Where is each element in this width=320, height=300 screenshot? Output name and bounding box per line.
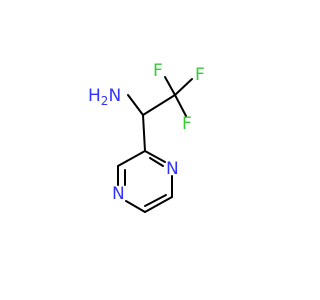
ring-nitrogen-1: N [166,159,179,179]
bond-ch-cf3 [142,94,176,116]
amine-sub: 2 [101,94,109,108]
fluorine-label-3: F [182,114,192,134]
ring-bond-c6-c5-inner [144,194,167,207]
ring-bond-c6-c5 [144,196,173,213]
bond-cf3-f3 [174,94,187,117]
molecule-structure: H2N F F F N N [88,61,205,213]
bond-cf3-f2 [174,78,193,96]
amine-n: N [108,86,121,106]
bond-ch-ring [142,114,146,152]
ring-nitrogen-2: N [112,184,125,204]
ring-bond-c3-c2 [117,150,146,167]
amine-h: H [88,86,101,106]
atom-labels: H2N F F F N N [88,61,205,204]
amine-label: H2N [88,86,121,108]
ring-bond-c5-n4 [125,200,146,213]
ring-bond-c2-n1-inner [149,157,164,167]
bonds [117,76,193,213]
ring-bond-c2-n1 [144,150,166,163]
bond-n-ch [127,94,144,116]
fluorine-label-2: F [195,65,205,85]
bond-cf3-f1 [164,76,176,96]
fluorine-label-1: F [153,61,163,81]
